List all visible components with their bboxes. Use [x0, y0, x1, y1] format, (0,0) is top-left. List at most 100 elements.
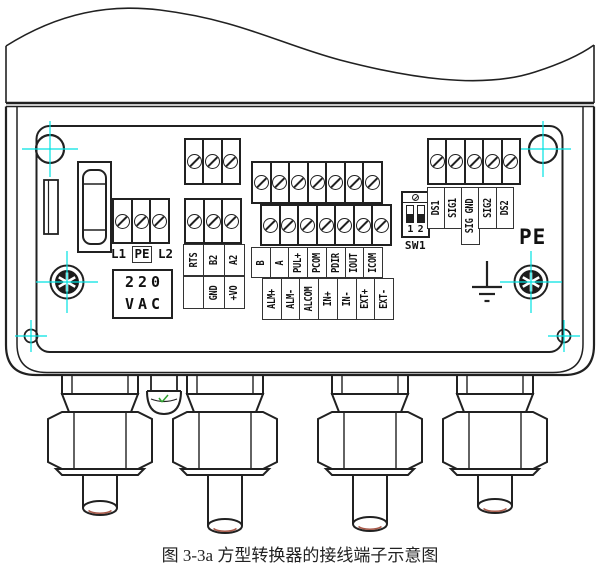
label-cell: PDIR [325, 248, 345, 277]
label-cell: SIG2 [478, 187, 498, 229]
label-cell: SIG GND [461, 187, 480, 245]
earth-symbol [472, 261, 502, 303]
screw-terminal [362, 163, 381, 202]
voltage-value: 220 [124, 273, 165, 292]
hole-bottom-left [15, 320, 47, 352]
screw-terminal [186, 200, 203, 242]
dip-slots [403, 203, 428, 223]
screw-icon [355, 217, 371, 233]
cable-gland-2 [172, 374, 278, 534]
dip-toggle-1 [406, 205, 414, 223]
label-pe: PE [132, 246, 152, 263]
label-cell: DS2 [495, 187, 515, 229]
label-cell: ICOM [363, 248, 382, 277]
terminal-block-signal [427, 138, 521, 185]
dip-toggle-2 [417, 205, 425, 223]
screw-terminal [306, 163, 326, 202]
terminal-plate [35, 125, 564, 353]
screw-icon [272, 175, 288, 190]
label-cell: EXT+ [355, 279, 375, 319]
mounting-hole-top-left [22, 121, 78, 177]
pe-ground-label: PE [519, 225, 547, 249]
screw-icon [309, 175, 325, 190]
screw-terminal [221, 200, 240, 242]
screw-terminal [325, 163, 344, 202]
label-cell: B [254, 260, 267, 265]
dip-switch-label: SW1 [404, 239, 427, 252]
screw-icon [133, 213, 149, 229]
screw-icon [346, 175, 362, 190]
screw-terminal [288, 163, 307, 202]
dip-numbers: 1 2 [407, 224, 424, 235]
terminal-block-power [112, 198, 170, 244]
label-cell: PUL+ [288, 248, 307, 277]
screw-terminal [445, 140, 464, 183]
screw-icon [253, 175, 269, 190]
voltage-unit: VAC [124, 295, 165, 313]
screw-terminal [278, 206, 298, 244]
signal-labels: DS1 SIG1 SIG GND SIG2 DS2 [426, 187, 515, 245]
screw-icon [299, 217, 315, 233]
terminal-block-io-row1 [251, 161, 383, 204]
panel-screw-right [500, 251, 562, 313]
screw-icon [503, 154, 519, 169]
hole-bottom-right [548, 320, 580, 352]
label-cell: PCOM [307, 248, 326, 277]
figure-caption: 图 3-3a 方型转换器的接线端子示意图 [161, 546, 439, 565]
comm-labels-row1: RTS B2 A2 [183, 244, 245, 276]
dip-top-band [403, 193, 428, 203]
screw-terminal [297, 206, 316, 244]
cable-gland-1 [47, 374, 153, 516]
enclosure-broken-top [5, 7, 595, 108]
screw-icon [374, 217, 390, 233]
screw-icon [328, 175, 344, 190]
label-cell: EXT- [374, 279, 393, 319]
screw-icon [114, 213, 130, 229]
sealing-screw [146, 374, 182, 416]
screw-terminal [220, 140, 239, 183]
screw-terminal [500, 140, 519, 183]
screw-icon [186, 154, 202, 169]
screw-terminal [315, 206, 335, 244]
comm-labels-row2: GND +VO [183, 276, 245, 309]
label-cell [184, 277, 203, 308]
label-cell: B2 [203, 245, 223, 275]
screw-icon [204, 154, 220, 169]
fuse-holder [43, 161, 112, 253]
screw-terminal [202, 140, 220, 183]
screw-terminal [482, 140, 500, 183]
label-cell: ALM- [280, 279, 300, 319]
screw-icon [448, 154, 464, 169]
label-cell: ALM+ [265, 289, 278, 309]
screw-terminal [186, 140, 202, 183]
screw-terminal [202, 200, 222, 242]
label-cell: A2 [223, 245, 244, 275]
cable-gland-4 [442, 374, 548, 514]
label-cell: IOUT [344, 248, 364, 277]
screw-icon [484, 154, 500, 169]
screw-icon [152, 213, 168, 229]
screw-terminal [334, 206, 353, 244]
screw-terminal [371, 206, 390, 244]
enclosure-front [4, 106, 596, 377]
screw-icon [223, 154, 239, 169]
screw-terminal [130, 200, 150, 242]
screw-terminal [429, 140, 445, 183]
screw-icon [466, 154, 482, 169]
label-cell: SIG1 [443, 187, 463, 229]
terminal-block-top3 [184, 138, 241, 185]
label-cell: IN- [336, 279, 356, 319]
label-l2: L2 [157, 246, 173, 262]
label-cell: +VO [223, 277, 244, 308]
label-l1: L1 [111, 246, 127, 262]
power-terminal-labels: L1 PE L2 [111, 246, 173, 263]
label-cell: DS1 [426, 187, 446, 229]
screw-icon [186, 213, 202, 229]
screw-icon [365, 175, 381, 190]
cable-gland-3 [317, 374, 423, 532]
screw-icon [290, 175, 306, 190]
screw-terminal [343, 163, 363, 202]
io-labels-row2: ALM+ ALM- ALCOM IN+ IN- EXT+ EXT- [262, 278, 394, 320]
